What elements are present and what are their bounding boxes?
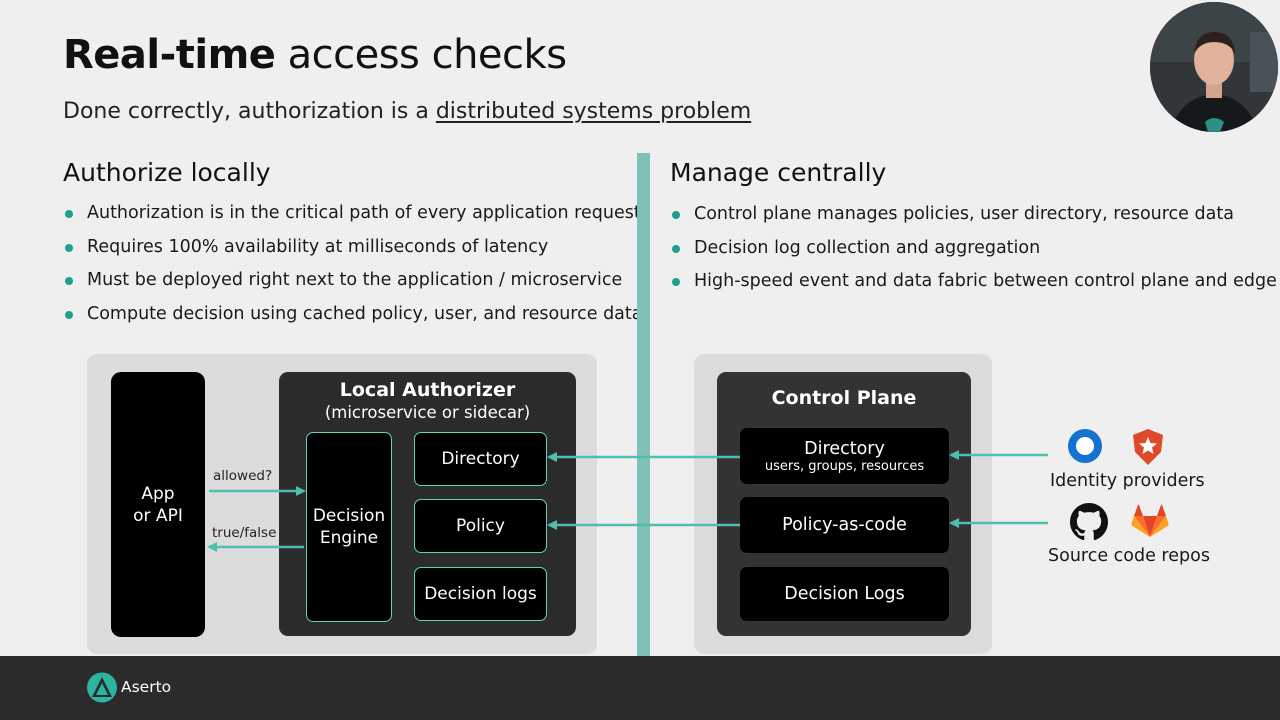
cp-logs-label: Decision Logs — [784, 584, 905, 604]
slide-subtitle: Done correctly, authorization is a distr… — [63, 99, 751, 124]
left-bullet-list: Authorization is in the critical path of… — [63, 202, 643, 336]
gitlab-icon — [1131, 504, 1169, 537]
list-item: Authorization is in the critical path of… — [63, 202, 643, 236]
list-item: Decision log collection and aggregation — [670, 237, 1277, 271]
slide-footer: Aserto — [0, 656, 1280, 720]
app-label-line1: App — [141, 483, 175, 504]
cp-directory-box: Directory users, groups, resources — [740, 428, 949, 484]
list-item: High-speed event and data fabric between… — [670, 270, 1277, 304]
app-label-line2: or API — [133, 505, 183, 526]
cp-directory-sublabel: users, groups, resources — [764, 459, 925, 474]
cp-logs-box: Decision Logs — [740, 567, 949, 621]
policy-box: Policy — [414, 499, 547, 553]
local-authorizer-subtitle: (microservice or sidecar) — [324, 403, 531, 422]
engine-line1: Decision — [312, 506, 386, 526]
right-heading: Manage centrally — [670, 158, 887, 187]
identity-providers-label: Identity providers — [1050, 471, 1205, 491]
list-item: Must be deployed right next to the appli… — [63, 269, 643, 303]
truefalse-label: true/false — [212, 525, 277, 541]
aserto-logo-icon — [87, 672, 117, 703]
slide-title-rest: access checks — [275, 32, 567, 78]
list-item: Control plane manages policies, user dir… — [670, 203, 1277, 237]
presenter-webcam — [1150, 2, 1278, 132]
right-bullet-list: Control plane manages policies, user dir… — [670, 203, 1277, 304]
auth0-icon — [1133, 429, 1163, 465]
subtitle-prefix: Done correctly, authorization is a — [63, 99, 436, 124]
slide-title-bold: Real-time — [63, 32, 276, 78]
okta-icon — [1068, 429, 1102, 463]
cp-policy-box: Policy-as-code — [740, 497, 949, 553]
cp-policy-label: Policy-as-code — [782, 515, 907, 535]
directory-box: Directory — [414, 432, 547, 486]
list-item: Requires 100% availability at millisecon… — [63, 236, 643, 270]
source-repos-label: Source code repos — [1048, 546, 1210, 566]
footer-brand: Aserto — [121, 678, 172, 696]
decision-logs-box: Decision logs — [414, 567, 547, 621]
allowed-label: allowed? — [213, 468, 273, 484]
section-divider — [637, 153, 650, 656]
list-item: Compute decision using cached policy, us… — [63, 303, 643, 337]
github-icon — [1070, 503, 1108, 541]
left-heading: Authorize locally — [63, 158, 271, 187]
local-authorizer-title: Local Authorizer — [339, 379, 516, 401]
slide-title: Real-time access checks — [63, 32, 567, 78]
cp-directory-label: Directory — [804, 439, 885, 459]
engine-line2: Engine — [319, 528, 379, 548]
control-plane-title: Control Plane — [771, 387, 917, 409]
subtitle-link: distributed systems problem — [435, 99, 752, 124]
